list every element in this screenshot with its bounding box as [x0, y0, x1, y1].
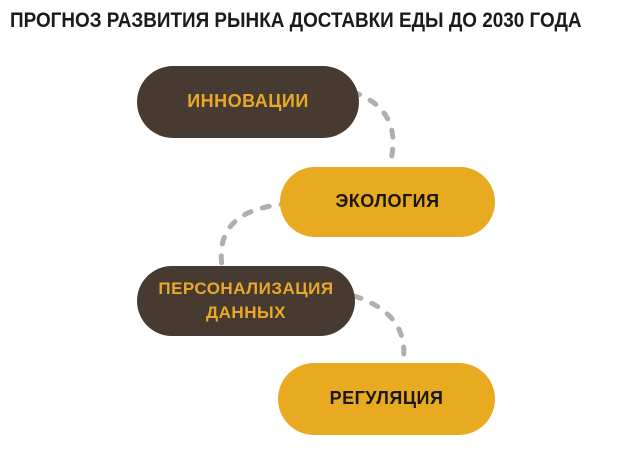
node-innovations-label: ИННОВАЦИИ [187, 91, 309, 112]
node-regulation: РЕГУЛЯЦИЯ [278, 363, 495, 435]
node-regulation-label: РЕГУЛЯЦИЯ [329, 388, 444, 409]
node-innovations: ИННОВАЦИИ [137, 66, 359, 138]
node-ecology-label: ЭКОЛОГИЯ [335, 191, 440, 212]
connector-innovations-to-ecology [350, 89, 396, 167]
page-title: ПРОГНОЗ РАЗВИТИЯ РЫНКА ДОСТАВКИ ЕДЫ ДО 2… [10, 9, 582, 32]
connector-personal-data-to-regulation [351, 293, 407, 365]
connector-ecology-to-personal-data [218, 201, 291, 269]
node-personal-data-label: ПЕРСОНАЛИЗАЦИЯ ДАННЫХ [158, 278, 334, 322]
node-personal-data: ПЕРСОНАЛИЗАЦИЯ ДАННЫХ [137, 266, 355, 336]
node-ecology: ЭКОЛОГИЯ [280, 167, 495, 237]
